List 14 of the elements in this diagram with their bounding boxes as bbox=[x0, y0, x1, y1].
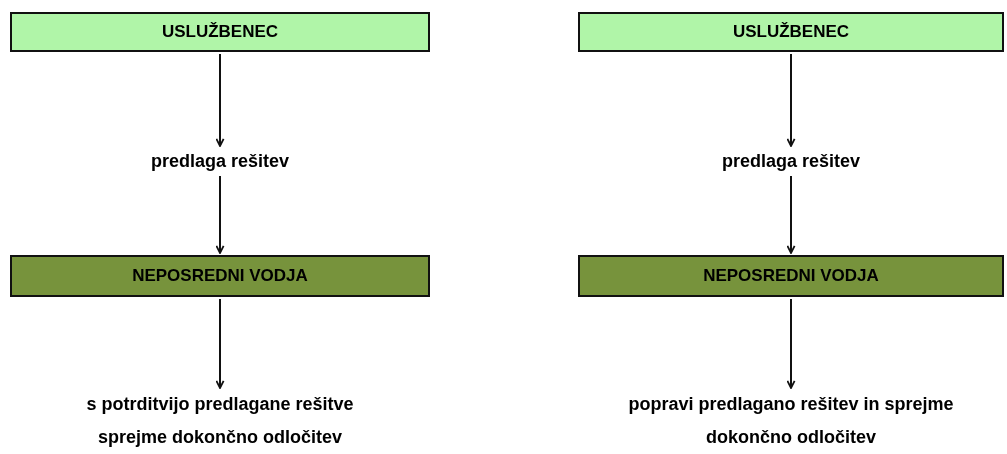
arrow bbox=[786, 175, 796, 254]
arrow bbox=[215, 53, 225, 147]
arrow bbox=[215, 298, 225, 389]
step-text: predlaga rešitev bbox=[130, 148, 310, 174]
step-text: predlaga rešitev bbox=[701, 148, 881, 174]
role-box: NEPOSREDNI VODJA bbox=[10, 255, 430, 297]
arrow bbox=[215, 175, 225, 254]
role-box: USLUŽBENEC bbox=[578, 12, 1004, 52]
arrow bbox=[786, 53, 796, 147]
step-text: s potrditvijo predlagane rešitve sprejme dokončno odločitev bbox=[55, 390, 385, 452]
step-text: popravi predlagano rešitev in sprejme dokončno odločitev bbox=[626, 390, 956, 452]
role-box: USLUŽBENEC bbox=[10, 12, 430, 52]
arrow bbox=[786, 298, 796, 389]
role-box: NEPOSREDNI VODJA bbox=[578, 255, 1004, 297]
